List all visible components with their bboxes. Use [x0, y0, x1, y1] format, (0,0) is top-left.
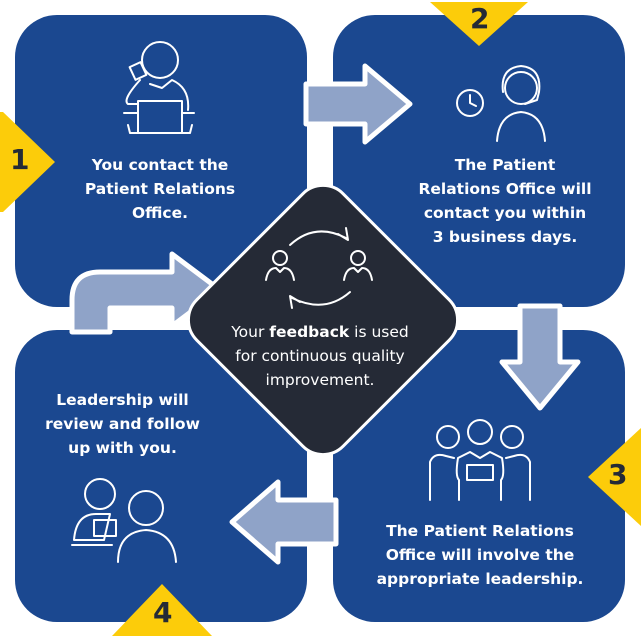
arrow-step2-to-3 — [499, 303, 581, 411]
text-line: The Patient Relations — [386, 522, 574, 540]
badge-1-shape — [0, 112, 55, 212]
text-line: review and follow — [45, 415, 200, 433]
badge-3-shape — [588, 428, 641, 526]
text-line: Relations Office will — [418, 180, 592, 198]
text-line: contact you within — [423, 204, 587, 222]
center-text: Your feedback is used for continuous qua… — [210, 320, 430, 392]
step-4-number: 4 — [153, 596, 173, 629]
badge-2-shape — [430, 2, 528, 46]
group-of-three-people-icon — [429, 419, 531, 501]
text-line: Patient Relations — [84, 180, 236, 198]
center-text-line2: for continuous quality — [235, 347, 405, 365]
center-text-suffix: is used — [349, 323, 409, 341]
step-4-text: Leadership will review and follow up wit… — [25, 388, 220, 460]
text-line: Office will involve the — [385, 546, 575, 564]
step-3-text: The Patient Relations Office will involv… — [365, 519, 595, 591]
text-line: 3 business days. — [432, 228, 578, 246]
text-line: Leadership will — [56, 391, 189, 409]
text-line: appropriate leadership. — [376, 570, 584, 588]
step-1-number: 1 — [10, 143, 30, 176]
text-line: You contact the — [91, 156, 229, 174]
arrow-step3-to-4 — [229, 479, 339, 565]
center-text-bold: feedback — [269, 323, 350, 341]
step-2-text: The Patient Relations Office will contac… — [400, 153, 610, 249]
center-text-prefix: Your — [231, 323, 270, 341]
text-line: Office. — [131, 204, 189, 222]
badge-4-shape — [112, 584, 212, 636]
text-line: up with you. — [68, 439, 177, 457]
text-line: The Patient — [454, 156, 556, 174]
arrow-step4-to-center — [69, 251, 223, 335]
step-1-text: You contact the Patient Relations Office… — [60, 153, 260, 225]
two-people-meeting-icon — [71, 478, 177, 563]
clock-and-headset-agent-icon — [456, 65, 546, 142]
step-3-number: 3 — [608, 458, 628, 491]
center-text-line3: improvement. — [265, 371, 375, 389]
arrow-step1-to-2 — [303, 63, 413, 145]
step-2-number: 2 — [470, 2, 490, 35]
person-on-phone-with-laptop-icon — [123, 41, 195, 134]
